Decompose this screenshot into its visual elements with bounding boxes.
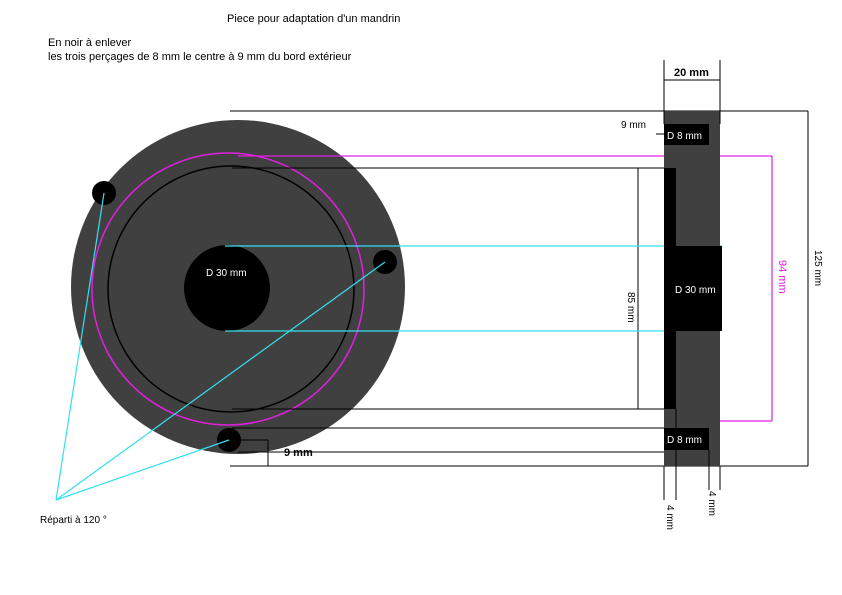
side-hole-top [664, 124, 709, 145]
dim-9-bottom-label: 9 mm [284, 447, 313, 459]
front-view: D 30 mm [71, 120, 405, 454]
dim-20-label: 20 mm [674, 67, 709, 79]
repartition-label: Réparti à 120 ° [40, 515, 107, 526]
leader-hole-1 [55, 192, 105, 501]
note-line-1: En noir à enlever [48, 37, 131, 49]
dim-94-label: 94 mm [776, 260, 788, 294]
dim-85-label: 85 mm [625, 292, 636, 323]
dim-9-top-label: 9 mm [621, 120, 646, 131]
dim-125-label: 125 mm [812, 250, 823, 286]
pitch-circle-94 [91, 152, 365, 426]
side-center-hole [664, 246, 722, 331]
side-center-hole-label: D 30 mm [675, 285, 716, 296]
leader-hole-3 [55, 439, 230, 501]
center-hole [184, 245, 270, 331]
note-line-2: les trois perçages de 8 mm le centre à 9… [48, 51, 352, 63]
distribution-leaders [55, 192, 386, 501]
dim-4-right-label: 4 mm [706, 491, 717, 516]
side-hole-bottom-label: D 8 mm [667, 435, 702, 446]
drawing-title: Piece pour adaptation d'un mandrin [227, 13, 400, 25]
inner-circle-85 [107, 165, 355, 413]
dim-4-left-label: 4 mm [664, 505, 675, 530]
side-hole-top-label: D 8 mm [667, 131, 702, 142]
side-view: D 30 mm D 8 mm D 8 mm [656, 60, 722, 500]
leader-hole-2 [55, 261, 386, 501]
side-hole-bottom [664, 428, 709, 450]
center-hole-label: D 30 mm [206, 268, 247, 279]
